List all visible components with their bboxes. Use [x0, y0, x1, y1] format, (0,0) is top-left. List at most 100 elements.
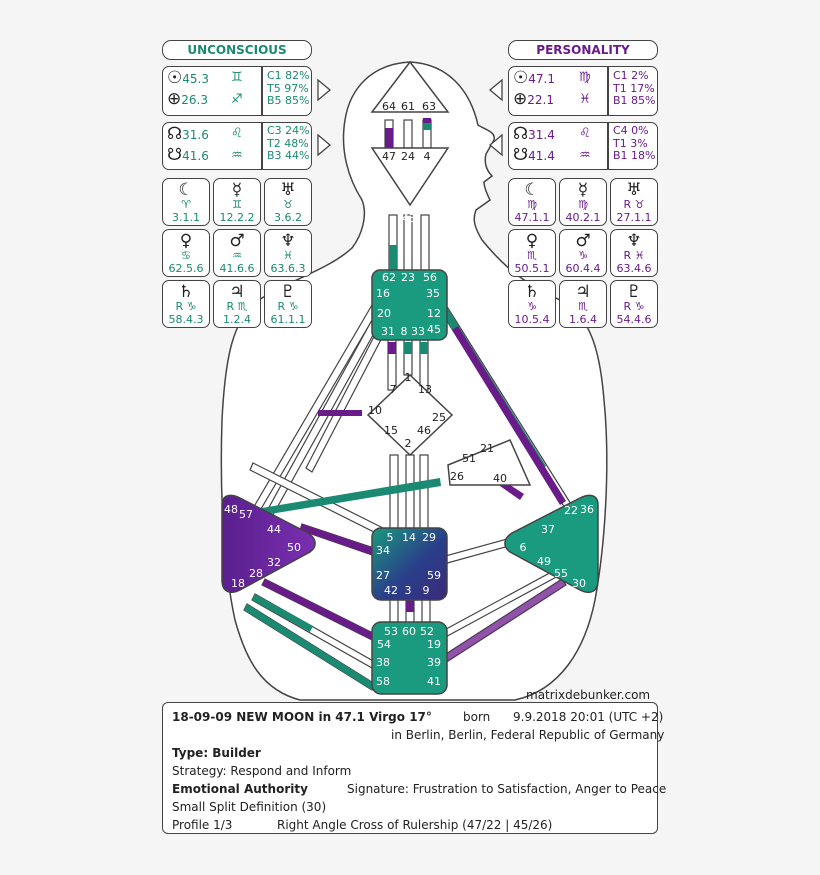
- gate-40: 40: [493, 472, 507, 485]
- personality-node-t: T1 3%: [613, 136, 648, 150]
- info-born-label: born: [463, 710, 491, 724]
- gate-47: 47: [382, 150, 396, 163]
- gate-29: 29: [422, 531, 436, 544]
- unconscious-earth-value: 26.3: [181, 93, 208, 107]
- mars-icon: ♂: [575, 231, 591, 251]
- personality-node-box: ☊31.4 ♌ ☋41.4 ♒ C4 0% T1 3% B1 18%: [508, 122, 658, 170]
- gate-16: 16: [376, 287, 390, 300]
- gate-23: 23: [401, 271, 415, 284]
- unconscious-mars-sign: ♒: [232, 249, 242, 262]
- unconscious-planet-mercury: ☿♊12.2.2: [213, 178, 261, 226]
- personality-planet-mercury: ☿♍40.2.1: [559, 178, 607, 226]
- saturn-icon: ♄: [524, 282, 540, 302]
- gate-53: 53: [384, 625, 398, 638]
- gate-33: 33: [411, 325, 425, 338]
- unconscious-node-c: C3 24%: [267, 124, 310, 137]
- gate-41: 41: [427, 675, 441, 688]
- gate-36: 36: [580, 503, 594, 516]
- unconscious-node-b: B3 44%: [267, 149, 310, 162]
- info-profile: Profile 1/3: [172, 818, 233, 832]
- pluto-icon: ♇: [626, 282, 642, 302]
- personality-sun-box: ☉47.1 ♍ ⊕22.1 ♓ C1 2% T1 17% B1 85%: [508, 66, 658, 116]
- g-center: [366, 373, 454, 457]
- unconscious-moon-sign: ♈: [181, 198, 191, 211]
- gate-4: 4: [424, 150, 431, 163]
- gate-62: 62: [382, 271, 396, 284]
- ego-center: [447, 439, 532, 486]
- unconscious-venus-value: 62.5.6: [168, 262, 204, 275]
- gate-35: 35: [426, 287, 440, 300]
- unconscious-north-node-value: 31.6: [182, 128, 209, 142]
- info-place: in Berlin, Berlin, Federal Republic of G…: [391, 728, 665, 742]
- info-cross: Right Angle Cross of Rulership (47/22 | …: [277, 818, 553, 832]
- info-signature: Signature: Frustration to Satisfaction, …: [347, 782, 667, 796]
- saturn-icon: ♄: [178, 282, 194, 302]
- unconscious-planet-neptune: ♆♓63.6.3: [264, 229, 312, 277]
- site-credit: matrixdebunker.com: [526, 688, 651, 702]
- unconscious-sun-sign: ♊: [231, 70, 243, 85]
- personality-venus-sign: ♏: [527, 249, 537, 262]
- personality-header: PERSONALITY: [508, 40, 658, 60]
- personality-mercury-value: 40.2.1: [565, 211, 601, 224]
- gate-61: 61: [401, 100, 415, 113]
- moon-icon: ☾: [524, 180, 540, 200]
- solar-center: [504, 494, 599, 593]
- gate-17: 17: [390, 202, 404, 215]
- gate-51: 51: [462, 452, 476, 465]
- personality-saturn-sign: ♑: [527, 300, 537, 313]
- personality-jupiter-sign: ♏: [578, 300, 588, 313]
- info-strategy: Strategy: Respond and Inform: [172, 764, 352, 778]
- personality-planet-jupiter: ♃♏1.6.4: [559, 280, 607, 328]
- gate-43: 43: [402, 212, 416, 225]
- unconscious-planet-pluto: ♇R ♑61.1.1: [264, 280, 312, 328]
- gate-60: 60: [402, 625, 416, 638]
- gate-25: 25: [432, 411, 446, 424]
- root-center: [371, 621, 448, 695]
- arrow-personality-node: [488, 133, 503, 157]
- unconscious-pluto-sign: R ♑: [277, 300, 299, 313]
- ajna-center: [370, 147, 450, 207]
- personality-planet-moon: ☾♍47.1.1: [508, 178, 556, 226]
- active-channels: [244, 118, 566, 690]
- gate-50: 50: [287, 541, 301, 554]
- sacral-center: [371, 527, 448, 601]
- gate-13: 13: [418, 383, 432, 396]
- gate-18: 18: [231, 577, 245, 590]
- gate-3: 3: [405, 584, 412, 597]
- gate-37: 37: [541, 523, 555, 536]
- personality-sun-t: T1 17%: [613, 81, 655, 95]
- personality-south-node-sign: ♒: [579, 148, 591, 163]
- uranus-icon: ♅: [626, 180, 642, 200]
- unconscious-earth-sign: ♐: [231, 92, 243, 107]
- personality-pluto-sign: R ♑: [623, 300, 645, 313]
- jupiter-icon: ♃: [575, 282, 591, 302]
- personality-uranus-sign: R ♉: [623, 198, 645, 211]
- gate-15: 15: [384, 424, 398, 437]
- earth-icon: ⊕: [513, 89, 528, 109]
- personality-planet-venus: ♀♏50.5.1: [508, 229, 556, 277]
- jupiter-icon: ♃: [229, 282, 245, 302]
- info-title: 18-09-09 NEW MOON in 47.1 Virgo 17°: [172, 710, 432, 724]
- mercury-icon: ☿: [231, 180, 243, 200]
- uranus-icon: ♅: [280, 180, 296, 200]
- personality-planet-mars: ♂♑60.4.4: [559, 229, 607, 277]
- south-node-icon: ☋: [167, 145, 183, 165]
- gate-64: 64: [382, 100, 396, 113]
- personality-node-b: B1 18%: [613, 149, 656, 162]
- north-node-icon: ☊: [167, 124, 183, 144]
- gate-8: 8: [401, 325, 408, 338]
- unconscious-jupiter-sign: R ♏: [226, 300, 248, 313]
- unconscious-mars-value: 41.6.6: [219, 262, 255, 275]
- unconscious-moon-value: 3.1.1: [172, 211, 200, 224]
- gate-1: 1: [405, 371, 412, 384]
- gate-42: 42: [384, 584, 398, 597]
- unconscious-sun-b: B5 85%: [267, 94, 310, 107]
- gate-27: 27: [376, 569, 390, 582]
- personality-moon-sign: ♍: [527, 198, 537, 211]
- mars-icon: ♂: [229, 231, 245, 251]
- neptune-icon: ♆: [626, 231, 642, 251]
- gate-20: 20: [377, 307, 391, 320]
- gate-14: 14: [402, 531, 416, 544]
- unconscious-mercury-sign: ♊: [232, 198, 242, 211]
